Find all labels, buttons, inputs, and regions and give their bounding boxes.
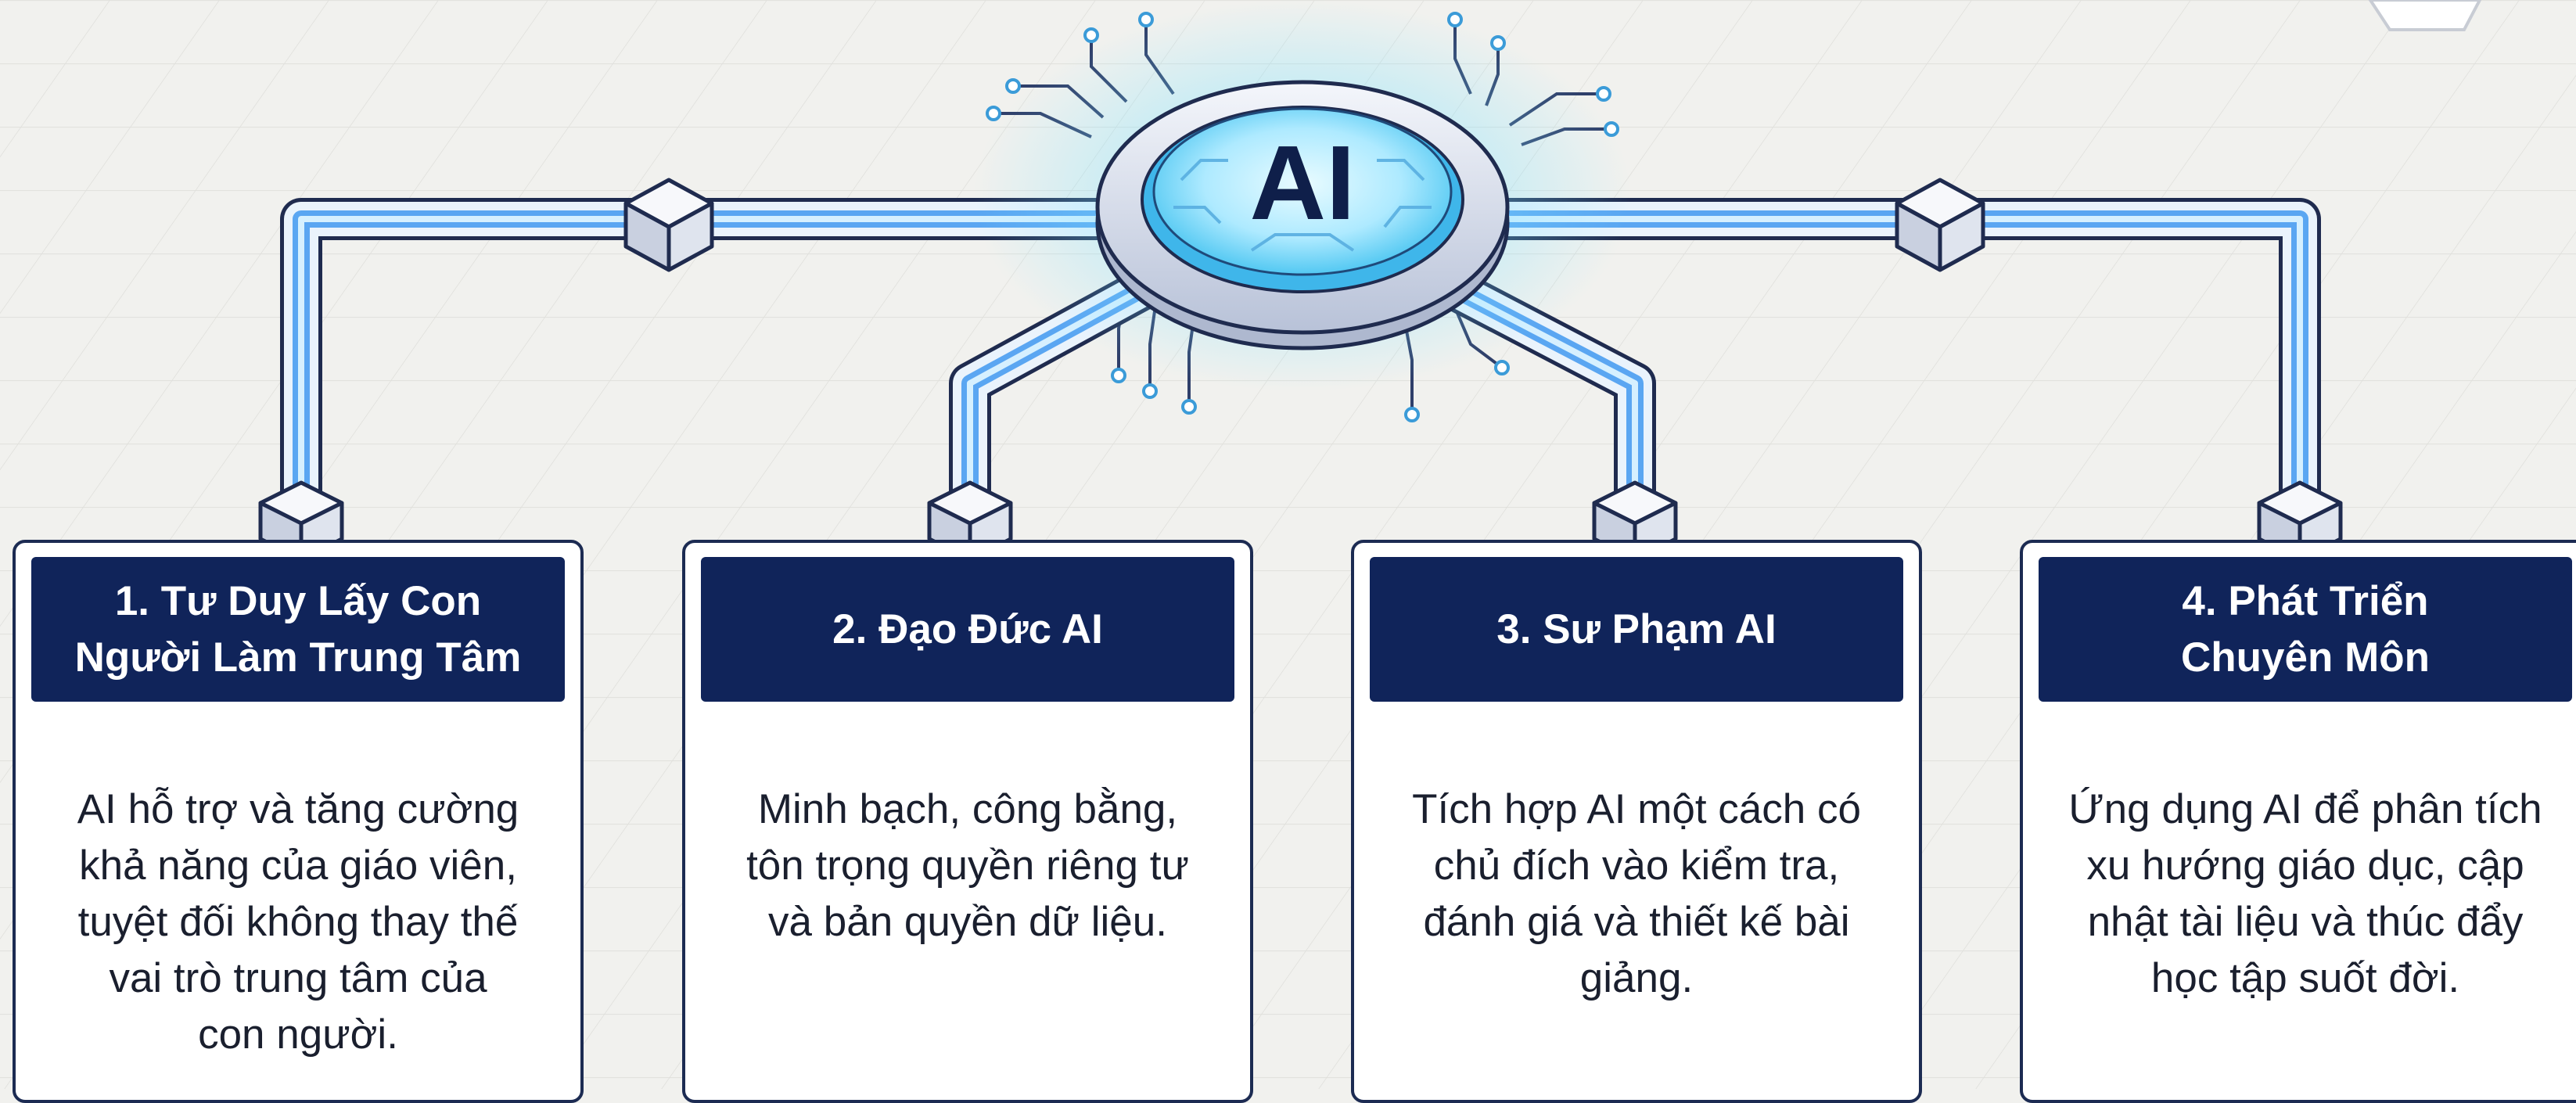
corner-decoration	[2368, 0, 2482, 31]
card-body-line: tôn trọng quyền riêng tư	[746, 843, 1189, 889]
junction-cube	[1895, 178, 1985, 272]
card-body-line: AI hỗ trợ và tăng cường	[77, 786, 519, 832]
card-body-line: và bản quyền dữ liệu.	[768, 899, 1167, 945]
card-title-line: Chuyên Môn	[2181, 634, 2430, 681]
card-header: 1. Tư Duy Lấy Con Người Làm Trung Tâm	[31, 557, 565, 702]
card-header: 3. Sư Phạm AI	[1370, 557, 1903, 702]
card-title-line: 3. Sư Phạm AI	[1496, 605, 1777, 652]
junction-cube	[623, 178, 714, 272]
card-body-line: vai trò trung tâm của	[109, 955, 487, 1001]
card-body-line: Tích hợp AI một cách có	[1412, 786, 1861, 832]
card-body-line: Ứng dụng AI để phân tích	[2068, 786, 2542, 832]
card-title-line: 2. Đạo Đức AI	[832, 605, 1103, 652]
card-body-line: giảng.	[1579, 955, 1694, 1001]
card-description: AI hỗ trợ và tăng cường khả năng của giá…	[39, 781, 557, 1063]
card-body-line: xu hướng giáo dục, cập	[2086, 843, 2524, 889]
card-body-line: tuyệt đối không thay thế	[77, 899, 519, 945]
card-title-line: Người Làm Trung Tâm	[74, 634, 522, 681]
card-professional-development: 4. Phát Triển Chuyên Môn Ứng dụng AI để …	[2020, 540, 2576, 1103]
card-ai-ethics: 2. Đạo Đức AI Minh bạch, công bằng, tôn …	[682, 540, 1253, 1103]
card-title-line: 4. Phát Triển	[2182, 577, 2429, 624]
card-body-line: nhật tài liệu và thúc đẩy	[2087, 899, 2524, 945]
card-body-line: chủ đích vào kiểm tra,	[1433, 843, 1840, 889]
card-header: 2. Đạo Đức AI	[701, 557, 1234, 702]
card-title-line: 1. Tư Duy Lấy Con	[114, 577, 482, 624]
card-header: 4. Phát Triển Chuyên Môn	[2039, 557, 2572, 702]
card-body-line: con người.	[198, 1011, 398, 1058]
ai-hub-label: AI	[1250, 124, 1356, 242]
card-ai-pedagogy: 3. Sư Phạm AI Tích hợp AI một cách có ch…	[1351, 540, 1922, 1103]
ai-hub: AI	[974, 0, 1631, 391]
card-body-line: học tập suốt đời.	[2150, 955, 2460, 1001]
card-body-line: Minh bạch, công bằng,	[757, 786, 1178, 832]
card-description: Minh bạch, công bằng, tôn trọng quyền ri…	[709, 781, 1227, 950]
card-human-centered: 1. Tư Duy Lấy Con Người Làm Trung Tâm AI…	[13, 540, 584, 1103]
card-description: Tích hợp AI một cách có chủ đích vào kiể…	[1378, 781, 1895, 1007]
card-description: Ứng dụng AI để phân tích xu hướng giáo d…	[2046, 781, 2564, 1007]
card-body-line: đánh giá và thiết kế bài	[1423, 899, 1850, 945]
card-body-line: khả năng của giáo viên,	[79, 843, 517, 889]
